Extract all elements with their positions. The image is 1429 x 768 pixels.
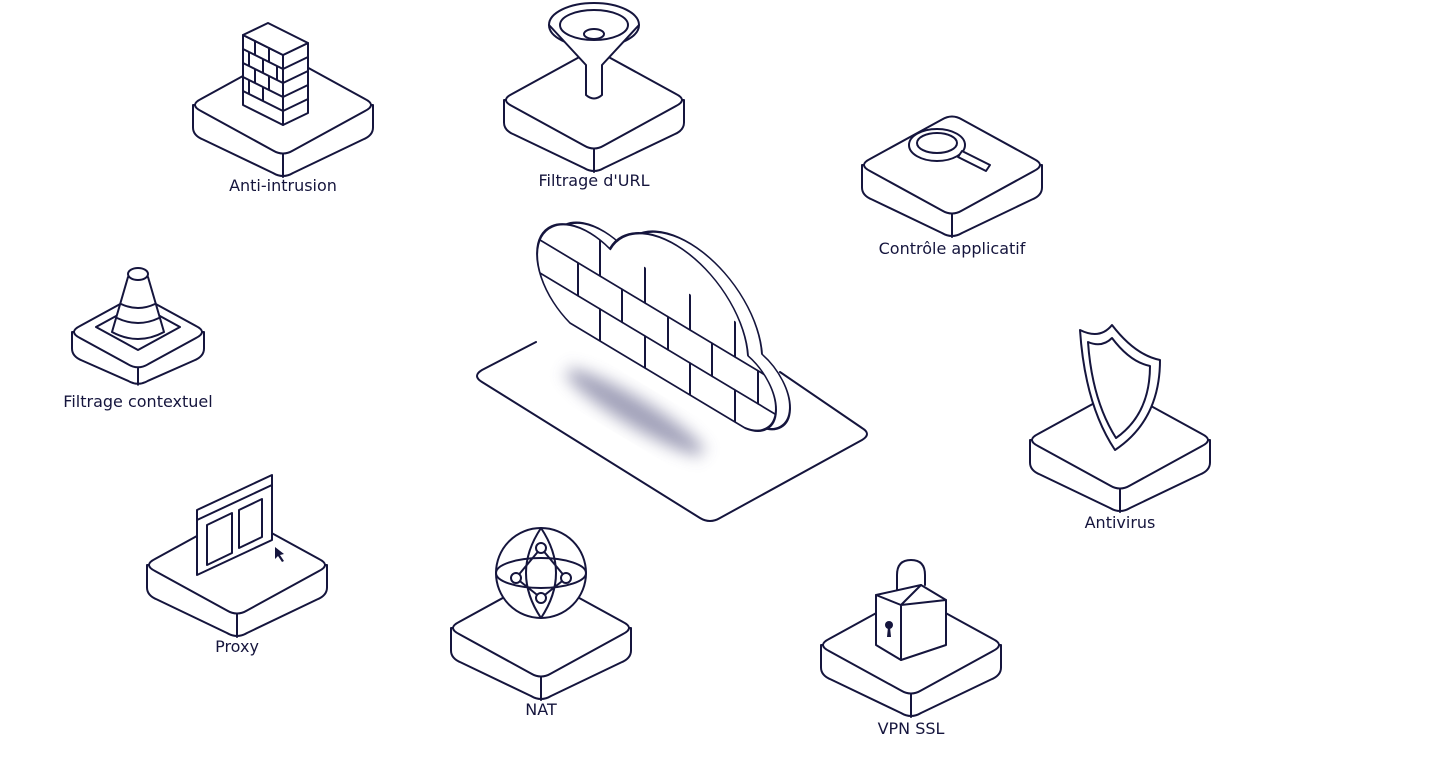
feature-label: Proxy — [215, 637, 259, 656]
feature-anti-intrusion: Anti-intrusion — [192, 22, 374, 195]
feature-label: Antivirus — [1085, 513, 1156, 532]
feature-antivirus: Antivirus — [1029, 324, 1211, 532]
cloud-firewall-icon — [536, 221, 791, 432]
platform — [861, 115, 1043, 238]
feature-label: Contrôle applicatif — [879, 239, 1026, 258]
feature-label: Anti-intrusion — [229, 176, 337, 195]
feature-app-control: Contrôle applicatif — [861, 115, 1043, 258]
feature-vpn-ssl: VPN SSL — [820, 559, 1002, 738]
central-base — [476, 341, 868, 522]
feature-nat: NAT — [450, 527, 632, 719]
feature-label: VPN SSL — [878, 719, 945, 738]
brick-wall-icon — [242, 22, 309, 126]
globe-network-icon — [495, 527, 587, 619]
feature-context-filtering: Filtrage contextuel — [63, 267, 213, 411]
magnifier-icon — [908, 128, 991, 172]
platform — [503, 50, 685, 173]
feature-label: NAT — [525, 700, 557, 719]
feature-proxy: Proxy — [146, 474, 328, 656]
shield-icon — [1079, 324, 1161, 451]
feature-url-filtering: Filtrage d'URL — [503, 2, 685, 190]
traffic-cone-icon — [95, 267, 181, 351]
funnel-icon — [548, 2, 640, 100]
feature-label: Filtrage d'URL — [539, 171, 650, 190]
platform — [450, 578, 632, 701]
browser-window-icon — [196, 474, 284, 576]
feature-label: Filtrage contextuel — [63, 392, 212, 411]
cloud-shadow — [566, 369, 704, 455]
platform — [146, 515, 328, 638]
padlock-icon — [875, 559, 947, 661]
